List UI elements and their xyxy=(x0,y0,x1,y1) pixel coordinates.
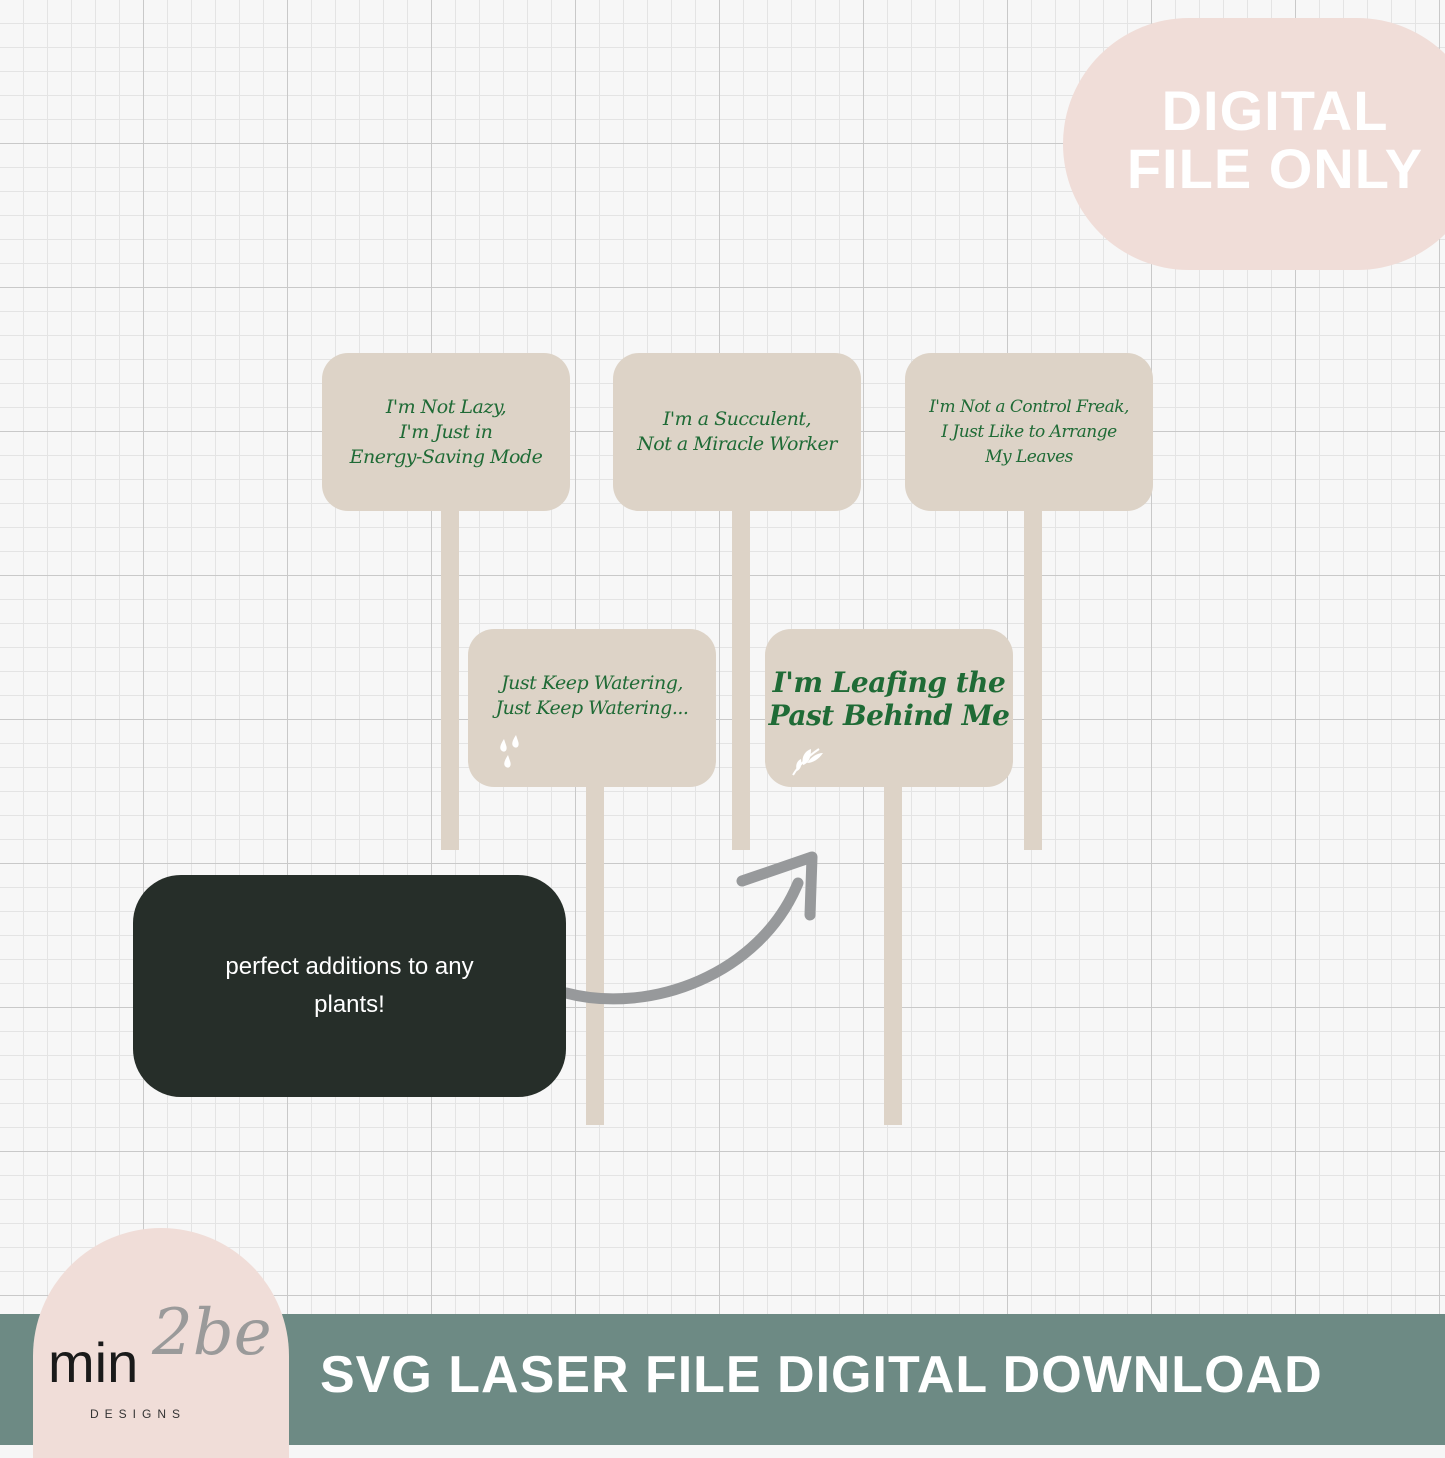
badge-line-2: FILE ONLY xyxy=(1126,137,1424,200)
callout-box: perfect additions to any plants! xyxy=(133,875,566,1097)
digital-file-badge xyxy=(1063,18,1445,270)
sign-line: I'm Not Lazy, xyxy=(385,395,507,418)
logo-subtitle: DESIGNS xyxy=(90,1407,187,1421)
sign-line: I Just Like to Arrange xyxy=(941,421,1117,442)
plant-sign-keep-watering: Just Keep Watering, Just Keep Watering..… xyxy=(468,629,716,787)
sign-text: Just Keep Watering, Just Keep Watering..… xyxy=(496,671,689,721)
badge-text: DIGITAL FILE ONLY xyxy=(1100,82,1445,198)
sign-text: I'm Not Lazy, I'm Just in Energy-Saving … xyxy=(350,395,543,470)
sign-line: Past Behind Me xyxy=(768,699,1010,732)
logo-script: 2be xyxy=(152,1296,272,1370)
sign-line: Not a Miracle Worker xyxy=(637,433,837,455)
sign-stake-4 xyxy=(586,780,604,1125)
sign-line: My Leaves xyxy=(985,446,1073,467)
sign-line: Just Keep Watering... xyxy=(495,697,689,719)
sign-stake-5 xyxy=(884,780,902,1125)
sign-line: Energy-Saving Mode xyxy=(349,445,543,468)
logo-background xyxy=(33,1228,289,1458)
sign-line: I'm a Succulent, xyxy=(662,408,812,430)
callout-text: perfect additions to any plants! xyxy=(225,953,474,1018)
plant-sign-leafing: I'm Leafing the Past Behind Me xyxy=(765,629,1013,787)
sign-line: I'm Leafing the xyxy=(772,666,1006,699)
leaf-icon xyxy=(792,748,823,776)
curved-arrow-icon xyxy=(560,851,818,1005)
sign-text: I'm Not a Control Freak, I Just Like to … xyxy=(929,395,1129,470)
footer-title: SVG LASER FILE DIGITAL DOWNLOAD xyxy=(320,1346,1323,1404)
sign-line: I'm Just in xyxy=(399,420,493,443)
water-drops-icon xyxy=(500,735,519,768)
plant-sign-control-freak: I'm Not a Control Freak, I Just Like to … xyxy=(905,353,1153,511)
sign-stake-2 xyxy=(732,505,750,850)
sign-line: Just Keep Watering, xyxy=(501,672,683,694)
sign-line: I'm Not a Control Freak, xyxy=(929,396,1129,417)
sign-stake-3 xyxy=(1024,505,1042,850)
sign-stake-1 xyxy=(441,505,459,850)
sign-text: I'm Leafing the Past Behind Me xyxy=(769,666,1010,732)
plant-sign-succulent: I'm a Succulent, Not a Miracle Worker xyxy=(613,353,861,511)
sign-text: I'm a Succulent, Not a Miracle Worker xyxy=(637,407,837,457)
plant-sign-energy-saving: I'm Not Lazy, I'm Just in Energy-Saving … xyxy=(322,353,570,511)
badge-line-1: DIGITAL xyxy=(1161,79,1389,142)
logo-wordmark: min xyxy=(48,1331,139,1394)
